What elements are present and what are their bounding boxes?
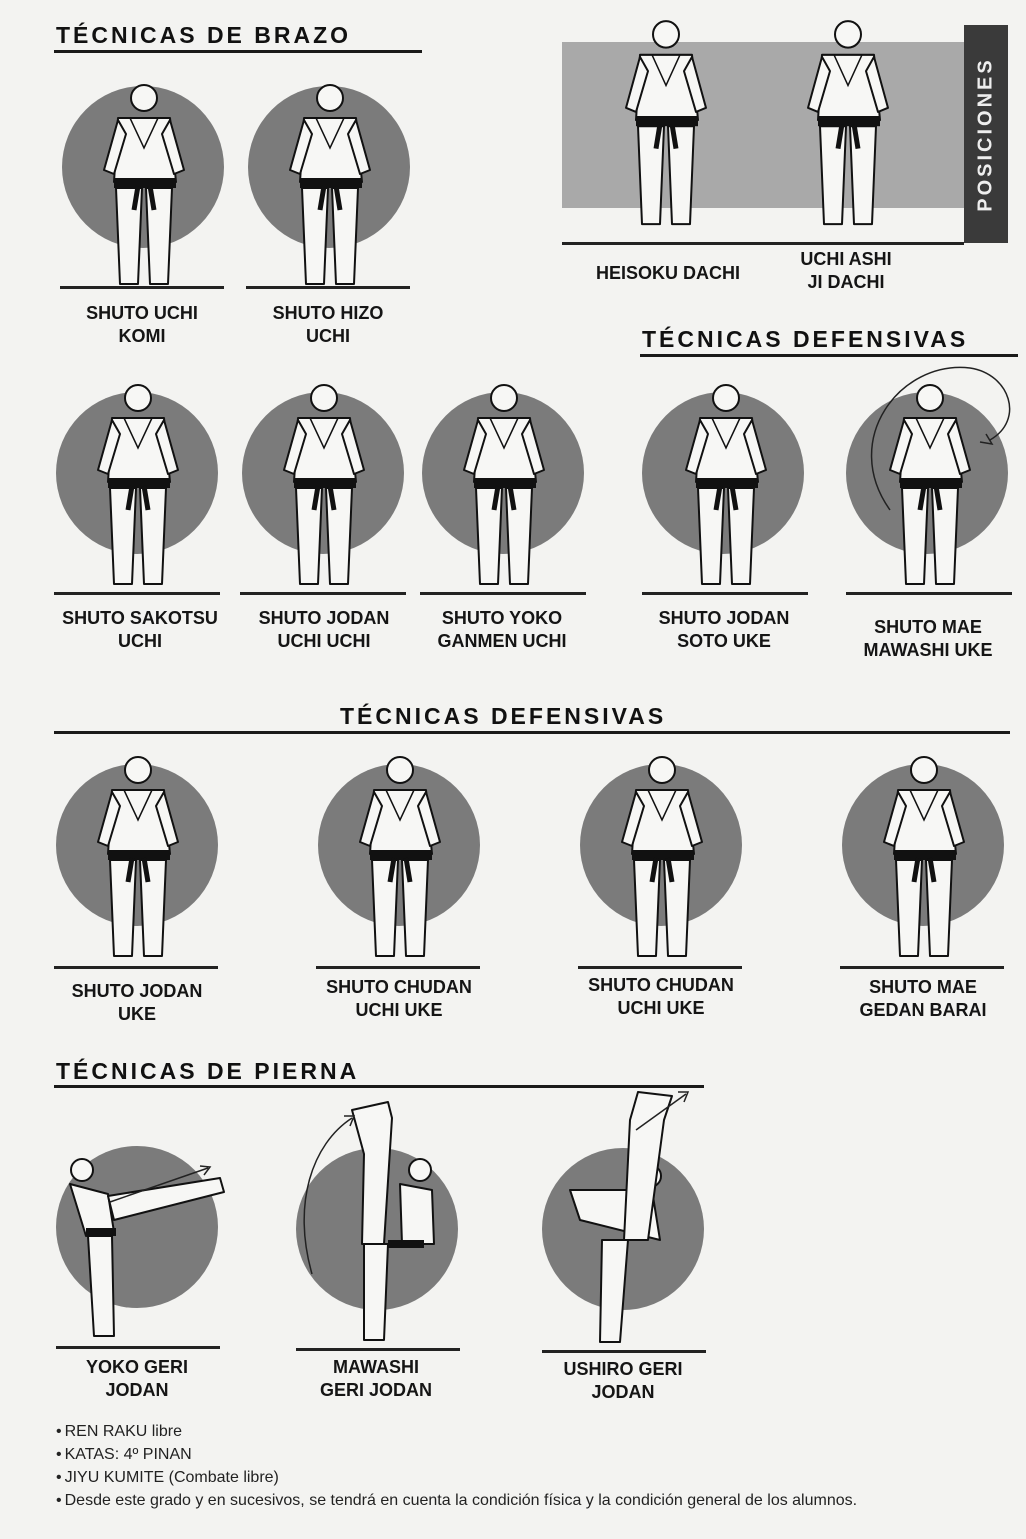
ground-line — [56, 1346, 220, 1349]
positions-ground-line — [562, 242, 964, 245]
ground-line — [296, 1348, 460, 1351]
figure-shuto-jodan-uchi-uchi — [240, 378, 410, 600]
karateka-standing-icon — [54, 750, 224, 972]
karateka-standing-icon — [642, 378, 812, 600]
karateka-standing-icon — [420, 378, 590, 600]
karateka-standing-icon — [578, 750, 748, 972]
ground-line — [420, 592, 586, 595]
ground-line — [60, 286, 224, 289]
karateka-standing-icon — [582, 8, 752, 248]
karateka-standing-icon — [764, 8, 934, 248]
section-rule — [54, 50, 422, 53]
figure-shuto-yoko-ganmen-uchi — [420, 378, 590, 600]
positions-panel — [562, 42, 964, 208]
note-item: KATAS: 4º PINAN — [56, 1443, 857, 1466]
section-rule — [54, 1085, 704, 1088]
section-rule — [640, 354, 1018, 357]
figure-shuto-jodan-uke — [54, 750, 224, 972]
ground-line — [840, 966, 1004, 969]
figure-shuto-chudan-uchi-uke-2 — [578, 750, 748, 972]
note-item: REN RAKU libre — [56, 1420, 857, 1443]
section-title-defensive-techniques: TÉCNICAS DEFENSIVAS — [642, 326, 969, 352]
figure-mawashi-geri-jodan — [292, 1094, 462, 1356]
figure-shuto-mae-mawashi-uke — [846, 366, 1016, 600]
note-item: JIYU KUMITE (Combate libre) — [56, 1466, 857, 1489]
ground-line — [316, 966, 480, 969]
requirements-notes: REN RAKU libre KATAS: 4º PINAN JIYU KUMI… — [56, 1420, 857, 1512]
section-title-arm-techniques: TÉCNICAS DE BRAZO — [56, 22, 352, 48]
karateka-standing-icon — [316, 750, 486, 972]
figure-yoko-geri-jodan — [30, 1140, 230, 1354]
note-item: Desde este grado y en sucesivos, se tend… — [56, 1489, 857, 1512]
positions-tab: POSICIONES — [964, 25, 1008, 243]
karateka-standing-icon — [60, 78, 230, 300]
motion-arc-icon — [870, 366, 1011, 511]
ground-line — [578, 966, 742, 969]
section-rule — [54, 731, 1010, 734]
figure-heisoku-dachi — [582, 8, 752, 248]
figure-shuto-uchi-komi — [60, 78, 230, 300]
figure-shuto-chudan-uchi-uke-1 — [316, 750, 486, 972]
ground-line — [240, 592, 406, 595]
figure-ushiro-geri-jodan — [540, 1080, 710, 1356]
ground-line — [246, 286, 410, 289]
karateka-back-kick-icon — [569, 1091, 690, 1343]
figure-shuto-mae-gedan-barai — [840, 750, 1010, 972]
figure-shuto-jodan-soto-uke — [642, 378, 812, 600]
figure-shuto-sakotsu-uchi — [54, 378, 224, 600]
figure-uchi-ashi-ji-dachi — [764, 8, 934, 248]
section-title-defensive-techniques-2: TÉCNICAS DEFENSIVAS — [340, 703, 667, 729]
ground-line — [846, 592, 1012, 595]
ground-line — [542, 1350, 706, 1353]
karateka-standing-icon — [246, 78, 416, 300]
positions-label: POSICIONES — [974, 56, 997, 212]
karateka-standing-icon — [840, 750, 1010, 972]
section-title-leg-techniques: TÉCNICAS DE PIERNA — [56, 1058, 360, 1084]
karateka-standing-icon — [54, 378, 224, 600]
technique-label-heisoku-dachi: HEISOKU DACHI — [595, 263, 740, 283]
karateka-round-kick-icon — [303, 1101, 435, 1341]
ground-line — [54, 966, 218, 969]
ground-line — [54, 592, 220, 595]
ground-line — [642, 592, 808, 595]
karateka-side-kick-icon — [69, 1158, 225, 1337]
karateka-standing-icon — [240, 378, 410, 600]
figure-shuto-hizo-uchi — [246, 78, 416, 300]
